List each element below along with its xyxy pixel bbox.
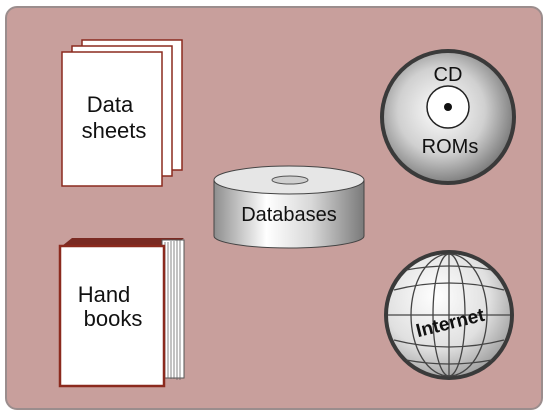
handbooks-label-line2: books — [84, 306, 143, 331]
datasheets-label-line2: sheets — [82, 118, 147, 143]
databases-label: Databases — [241, 204, 337, 226]
handbooks-label-line1: Hand — [78, 282, 131, 307]
globe-icon: Internet — [384, 250, 514, 380]
handbook-icon: Hand books — [58, 238, 185, 388]
database-cylinder-icon: Databases — [213, 165, 365, 249]
cd-label-line2: ROMs — [422, 136, 479, 158]
datasheets-label-line1: Data — [87, 92, 134, 117]
datasheets-icon: Data sheets — [61, 39, 183, 187]
cd-rom-icon: CD ROMs — [380, 49, 516, 185]
cd-label-line1: CD — [434, 64, 463, 86]
